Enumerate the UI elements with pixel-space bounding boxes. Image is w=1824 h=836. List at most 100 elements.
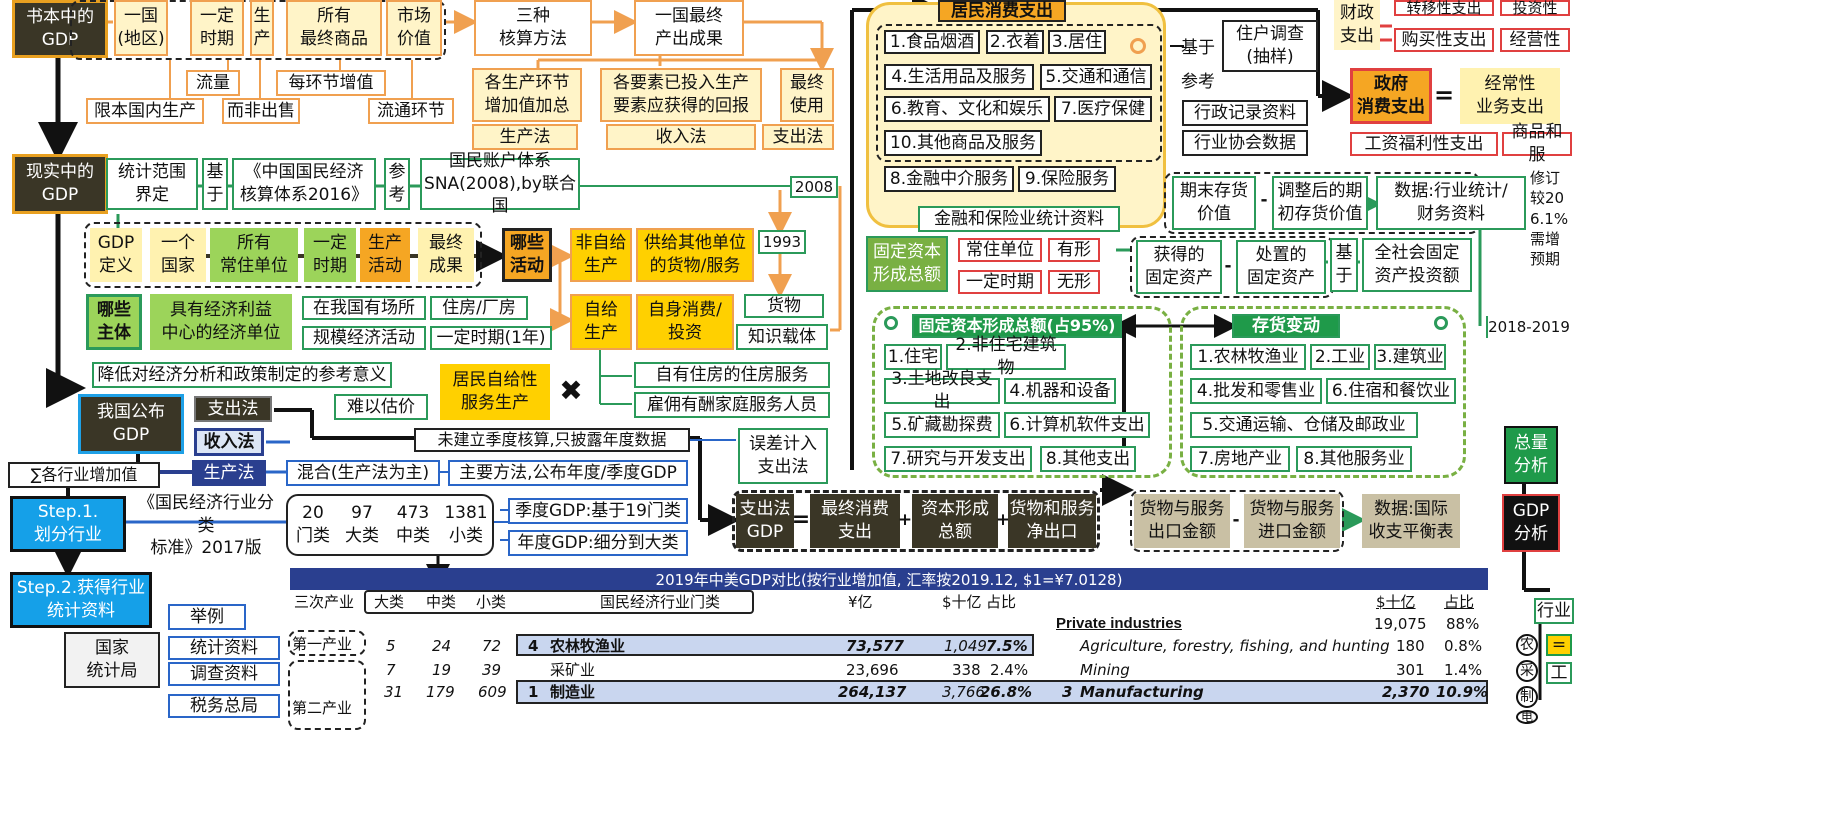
industry-label: 行业 [1534,598,1574,624]
sum-industry-value: ∑各行业增加值 [8,462,160,488]
goods: 货物 [744,294,824,318]
row2-us-share: 1.4% [1444,661,1483,679]
cons-item-6: 6.教育、文化和娱乐 [884,96,1050,122]
row1-highlight [516,634,1034,656]
published-gdp-node[interactable]: 我国公布 GDP [78,394,184,454]
revision-note: 修订 较20 6.1% 需增 预期 [1530,169,1569,268]
col-us-usd: $十亿 [1376,593,1416,611]
industry-standard: 《国民经济行业分类 标准》2017版 [138,492,274,559]
based-on-2: 基 于 [1330,238,1358,292]
which-subject: 哪些 主体 [86,294,142,350]
table-title: 2019年中美GDP对比(按行业增加值, 汇率按2019.12, $1=¥7.0… [290,568,1488,590]
purchase-expenditure: 购买性支出 [1394,28,1494,52]
one-year: 一定时期(1年) [430,326,552,350]
col-cny: ¥亿 [848,593,873,611]
gfcf-node: 固定资本 形成总额 [866,236,948,292]
method-desc-income: 各要素已投入生产 要素应获得的回报 [600,68,762,122]
col-big: 大类 [374,593,405,611]
inv-item-5: 5.交通运输、仓储及邮政业 [1190,412,1418,438]
count-groups: 473 中类 [396,503,430,546]
col-sector: 三次产业 [294,593,355,611]
count-sections: 20 门类 [296,503,330,546]
inv-item-3: 3.建筑业 [1374,344,1446,370]
imports: 货物与服务 进口金额 [1244,494,1340,548]
mining-circle: 采 [1516,660,1538,682]
gdp-analysis[interactable]: GDP 分析 [1502,494,1560,552]
hard-to-price: 难以估价 [334,394,428,420]
income-method[interactable]: 收入法 [194,428,264,456]
year-range: 2018-2019 [1486,316,1570,338]
note-domestic: 限本国内生产 [86,98,204,124]
def-final-result: 最终 成果 [418,228,474,282]
gfcf-item-6: 6.计算机软件支出 [1004,412,1150,438]
cons-item-9: 9.保险服务 [1018,166,1116,192]
cons-item-1: 1.食品烟酒 [884,30,980,54]
economic-unit: 具有经济利益 中心的经济单位 [150,294,292,350]
capital-formation: 资本形成 总额 [912,494,998,548]
note-flow: 流量 [186,70,240,96]
household-self-service: 居民自给性 服务生产 [440,364,550,420]
row2-cny: 23,696 [846,661,899,679]
association-data: 行业协会数据 [1182,130,1308,156]
final-output: 一国最终 产出成果 [634,0,744,56]
inventory-change: 存货变动 [1232,314,1340,338]
based-on: 基 于 [202,158,228,210]
fiscal-expenditure: 财政 支出 [1334,0,1380,50]
cons-item-2: 2.衣着 [986,30,1044,54]
agri-circle: 农 [1516,634,1538,656]
def-one-country: 一个 国家 [150,228,206,282]
scope-definition: 统计范围 界定 [106,158,198,210]
goods-services: 商品和服 [1502,122,1572,165]
self-consume-invest: 自身消费/ 投资 [636,294,734,350]
row2-usd: 338 [952,661,981,679]
step2-node[interactable]: Step.2.获得行业 统计资料 [10,572,152,628]
cross-icon: ✖ [559,374,583,408]
expenditure-method[interactable]: 支出法 [194,396,272,422]
count-classes: 1381 小类 [444,503,488,546]
plus-sign: + [897,509,913,530]
balance-of-payments: 数据:国际 收支平衡表 [1362,494,1460,548]
row3-big: 31 [384,683,404,701]
transfer-expenditure: 转移性支出 [1394,0,1494,17]
manu-circle: 制 [1516,686,1538,708]
which-activity: 哪些 活动 [502,228,552,282]
col-industry: 国民经济行业门类 [600,593,721,611]
no-quarterly-note: 未建立季度核算,只披露年度数据 [414,428,690,452]
row2-share: 2.4% [990,661,1029,679]
row2-us-name: Mining [1080,661,1130,679]
exports: 货物与服务 出口金额 [1134,494,1230,548]
has-premises: 在我国有场所 [302,296,426,320]
final-consumption: 最终消费 支出 [810,494,900,548]
row3-cny: 264,137 [838,683,907,701]
minus-sign-2: - [1224,255,1232,276]
own-housing-service: 自有住房的住房服务 [634,362,830,388]
book-item-produce: 生 产 [250,0,274,56]
def-production: 生产 活动 [360,228,410,282]
book-item-country: 一国 (地区) [114,0,168,56]
industry-data: 数据:行业统计/ 财务资料 [1376,176,1526,230]
col-small: 小类 [476,593,507,611]
method-income: 收入法 [606,124,756,150]
primary-label: 第一产业 [292,635,353,653]
total-analysis[interactable]: 总量 分析 [1504,426,1558,484]
real-gdp-node[interactable]: 现实中的 GDP [12,154,108,214]
row3-us-rank: 3 [1062,683,1073,701]
method-desc-production: 各生产环节 增加值加总 [472,68,582,122]
equals-sign-2: = [791,507,811,533]
adjusted-inventory: 调整后的期 初存货价值 [1272,176,1368,230]
production-method[interactable]: 生产法 [192,460,266,486]
book-item-period: 一定 时期 [190,0,244,56]
statistical-data: 统计资料 [168,636,280,660]
end-inventory: 期末存货 价值 [1172,176,1256,230]
reference: 参 考 [384,158,410,210]
agri-equals-box: = [1546,634,1572,656]
disposed-assets: 处置的 固定资产 [1236,240,1326,294]
row2-us-usd: 301 [1396,661,1425,679]
private-usd: 19,075 [1374,615,1427,633]
row3-name: 制造业 [550,683,596,701]
step1-node[interactable]: Step.1. 划分行业 [10,496,126,552]
row2-big: 7 [386,661,396,679]
reduce-reference: 降低对经济分析和政策制定的参考意义 [92,362,392,388]
book-gdp-node[interactable]: 书本中的 GDP [12,0,108,58]
book-item-market-value: 市场 价值 [386,0,442,56]
